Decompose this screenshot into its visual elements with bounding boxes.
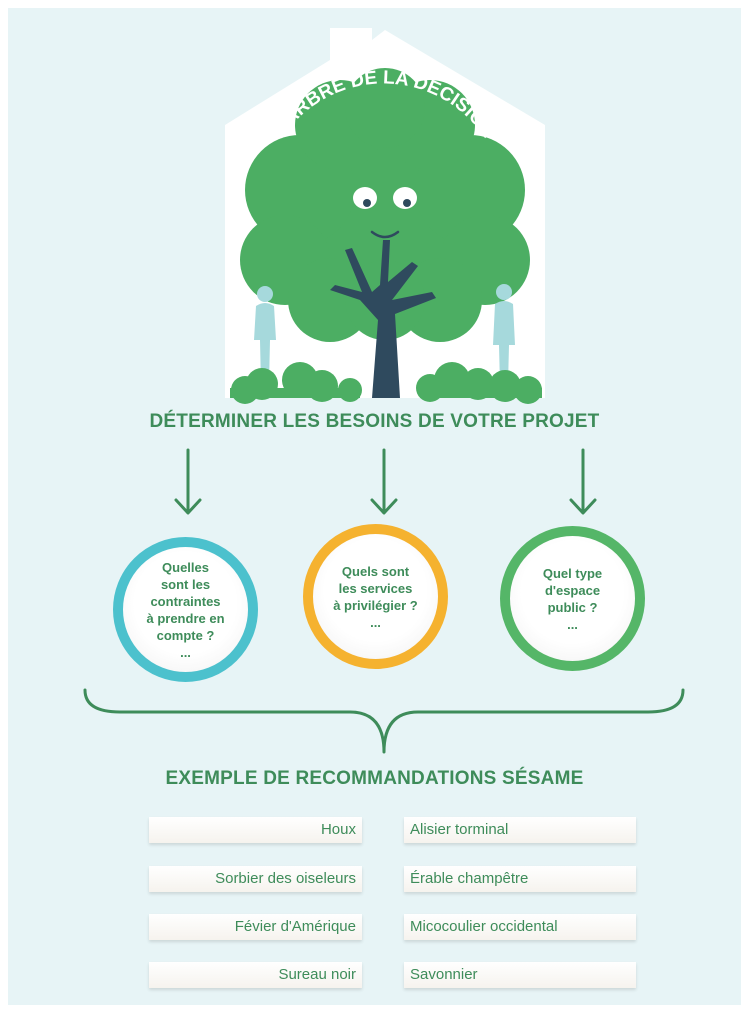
recommendation-right-2: Érable champêtre: [404, 866, 636, 892]
recommendation-left-2: Sorbier des oiseleurs: [149, 866, 362, 892]
tree-canopy: [240, 68, 530, 342]
arrow-2: [370, 448, 398, 515]
tree-illustration: L'ARBRE DE LA DÉCISION: [225, 28, 545, 404]
recommendation-left-3: Févier d'Amérique: [149, 914, 362, 940]
recommendation-right-3: Micocoulier occidental: [404, 914, 636, 940]
recommendation-right-4: Savonnier: [404, 962, 636, 988]
recommendation-right-1: Alisier torminal: [404, 817, 636, 843]
question-text-services: Quels sont les services à privilégier ? …: [333, 563, 418, 630]
question-circle-constraints: Quelles sont les contraintes à prendre e…: [113, 537, 258, 682]
tree-eyes: [353, 187, 417, 209]
person-left: [254, 286, 276, 385]
arrow-3: [569, 448, 597, 515]
recommendation-left-4: Sureau noir: [149, 962, 362, 988]
question-text-constraints: Quelles sont les contraintes à prendre e…: [146, 559, 225, 660]
person-right: [493, 284, 515, 385]
tree-smile: [370, 230, 400, 239]
needs-heading: DÉTERMINER LES BESOINS DE VOTRE PROJET: [149, 411, 600, 432]
question-text-space: Quel type d'espace public ? ...: [542, 565, 603, 632]
connectors: [83, 448, 685, 754]
question-circle-space: Quel type d'espace public ? ...: [500, 526, 645, 671]
bushes: [230, 362, 542, 404]
recommendation-left-1: Houx: [149, 817, 362, 843]
curly-brace: [83, 688, 685, 754]
tree-trunk: [330, 240, 436, 398]
question-circle-services: Quels sont les services à privilégier ? …: [303, 524, 448, 669]
recommendations-heading: EXEMPLE DE RECOMMANDATIONS SÉSAME: [165, 768, 584, 789]
arrow-1: [174, 448, 202, 515]
